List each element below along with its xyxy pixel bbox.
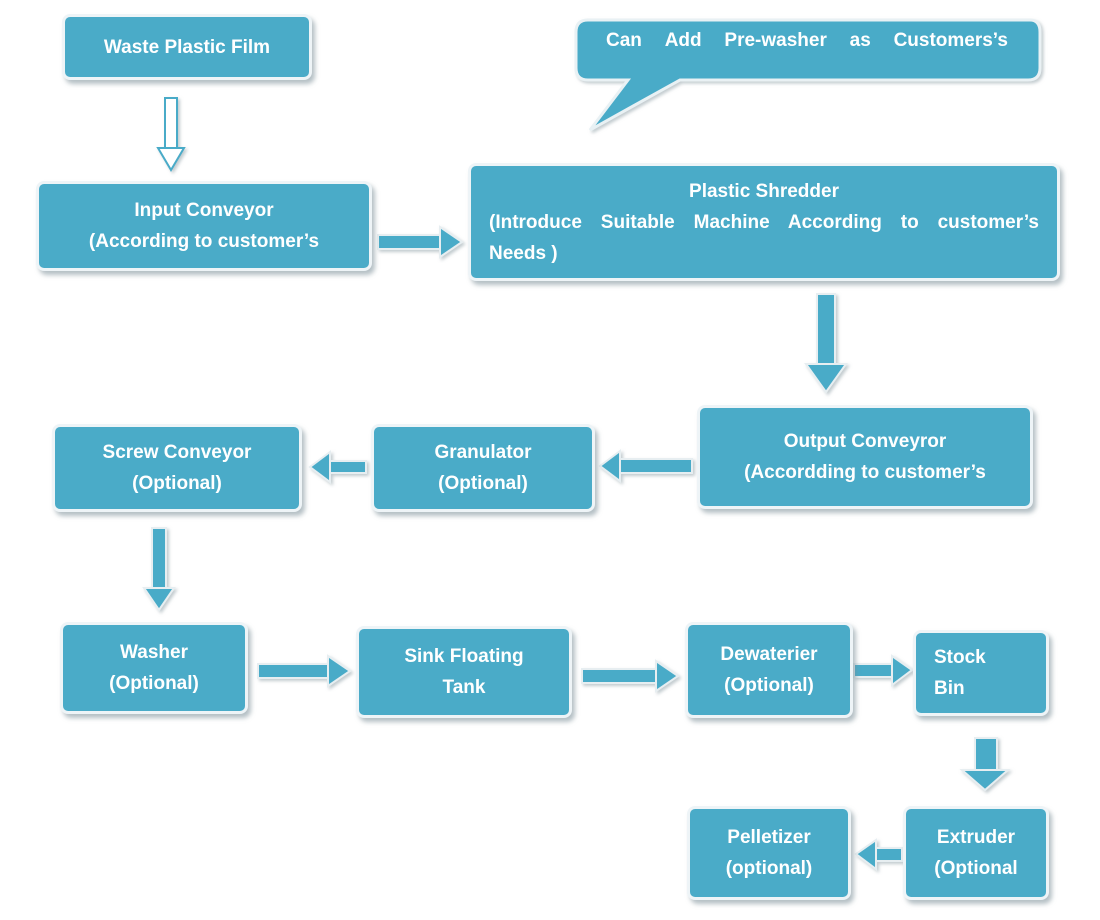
node-title: Output Conveyror [783, 431, 947, 452]
node-subtitle: (optional) [725, 858, 813, 879]
node-title: Stock [934, 647, 986, 668]
node-subtitle: (Optional [934, 858, 1018, 879]
node-granulator: Granulator (Optional) [371, 424, 595, 512]
node-pelletizer: Pelletizer (optional) [687, 806, 851, 900]
node-label: Waste Plastic Film [103, 36, 271, 58]
node-screw-conveyor: Screw Conveyor (Optional) [52, 424, 302, 512]
node-subtitle: (Optional) [132, 473, 222, 494]
node-title: Granulator [434, 442, 532, 463]
node-subtitle: Bin [934, 678, 965, 699]
arrow-washer-to-sink [257, 654, 352, 688]
arrow-waste-to-input [156, 97, 186, 172]
node-washer: Washer (Optional) [60, 622, 248, 714]
callout-word: Customers’s [893, 30, 1008, 51]
node-subtitle: (According to customer’s [88, 231, 320, 252]
node-title: Input Conveyor [134, 200, 274, 221]
callout-word: Pre-washer [724, 30, 827, 51]
node-subtitle: (Optional) [438, 473, 528, 494]
node-sink-floating-tank: Sink Floating Tank [356, 626, 572, 718]
arrow-shredder-to-output [804, 293, 848, 394]
arrow-granulator-to-screw [308, 450, 367, 484]
node-subtitle: (Optional) [724, 675, 814, 696]
node-subtitle: (Introduce Suitable Machine According to… [489, 211, 1039, 233]
callout-bubble [574, 18, 1042, 132]
node-title: Extruder [936, 827, 1016, 848]
arrow-extruder-to-pelletizer [854, 838, 903, 871]
node-plastic-shredder: Plastic Shredder (Introduce Suitable Mac… [468, 163, 1060, 281]
arrow-stockbin-to-extruder [959, 737, 1011, 792]
node-title: Sink Floating [404, 646, 524, 667]
arrow-input-to-shredder [377, 225, 464, 259]
callout-word: Can [606, 30, 642, 51]
node-title: Plastic Shredder [689, 180, 839, 202]
node-title: Screw Conveyor [102, 442, 252, 463]
callout-text: Can Add Pre-washer as Customers’s [606, 30, 1008, 52]
node-title: Dewaterier [720, 644, 818, 665]
arrow-dewaterer-to-stockbin [853, 654, 914, 687]
callout-word: as [849, 30, 871, 51]
node-subtitle-cont: Needs ) [489, 242, 558, 264]
arrow-screw-to-washer [142, 527, 176, 612]
node-extruder: Extruder (Optional [903, 806, 1049, 900]
node-title: Washer [120, 642, 188, 663]
callout-word: Add [664, 30, 702, 51]
node-input-conveyor: Input Conveyor (According to customer’s [36, 181, 372, 271]
node-subtitle: Tank [442, 677, 486, 698]
node-waste-plastic-film: Waste Plastic Film [62, 14, 312, 80]
arrow-sink-to-dewaterer [581, 659, 680, 693]
node-subtitle: (Optional) [109, 673, 199, 694]
node-title: Pelletizer [727, 827, 811, 848]
node-stock-bin: Stock Bin [913, 630, 1049, 716]
node-subtitle: (Accordding to customer’s [744, 462, 986, 483]
arrow-output-to-granulator [598, 449, 693, 483]
node-output-conveyor: Output Conveyror (Accordding to customer… [697, 405, 1033, 509]
node-dewaterer: Dewaterier (Optional) [685, 622, 853, 718]
